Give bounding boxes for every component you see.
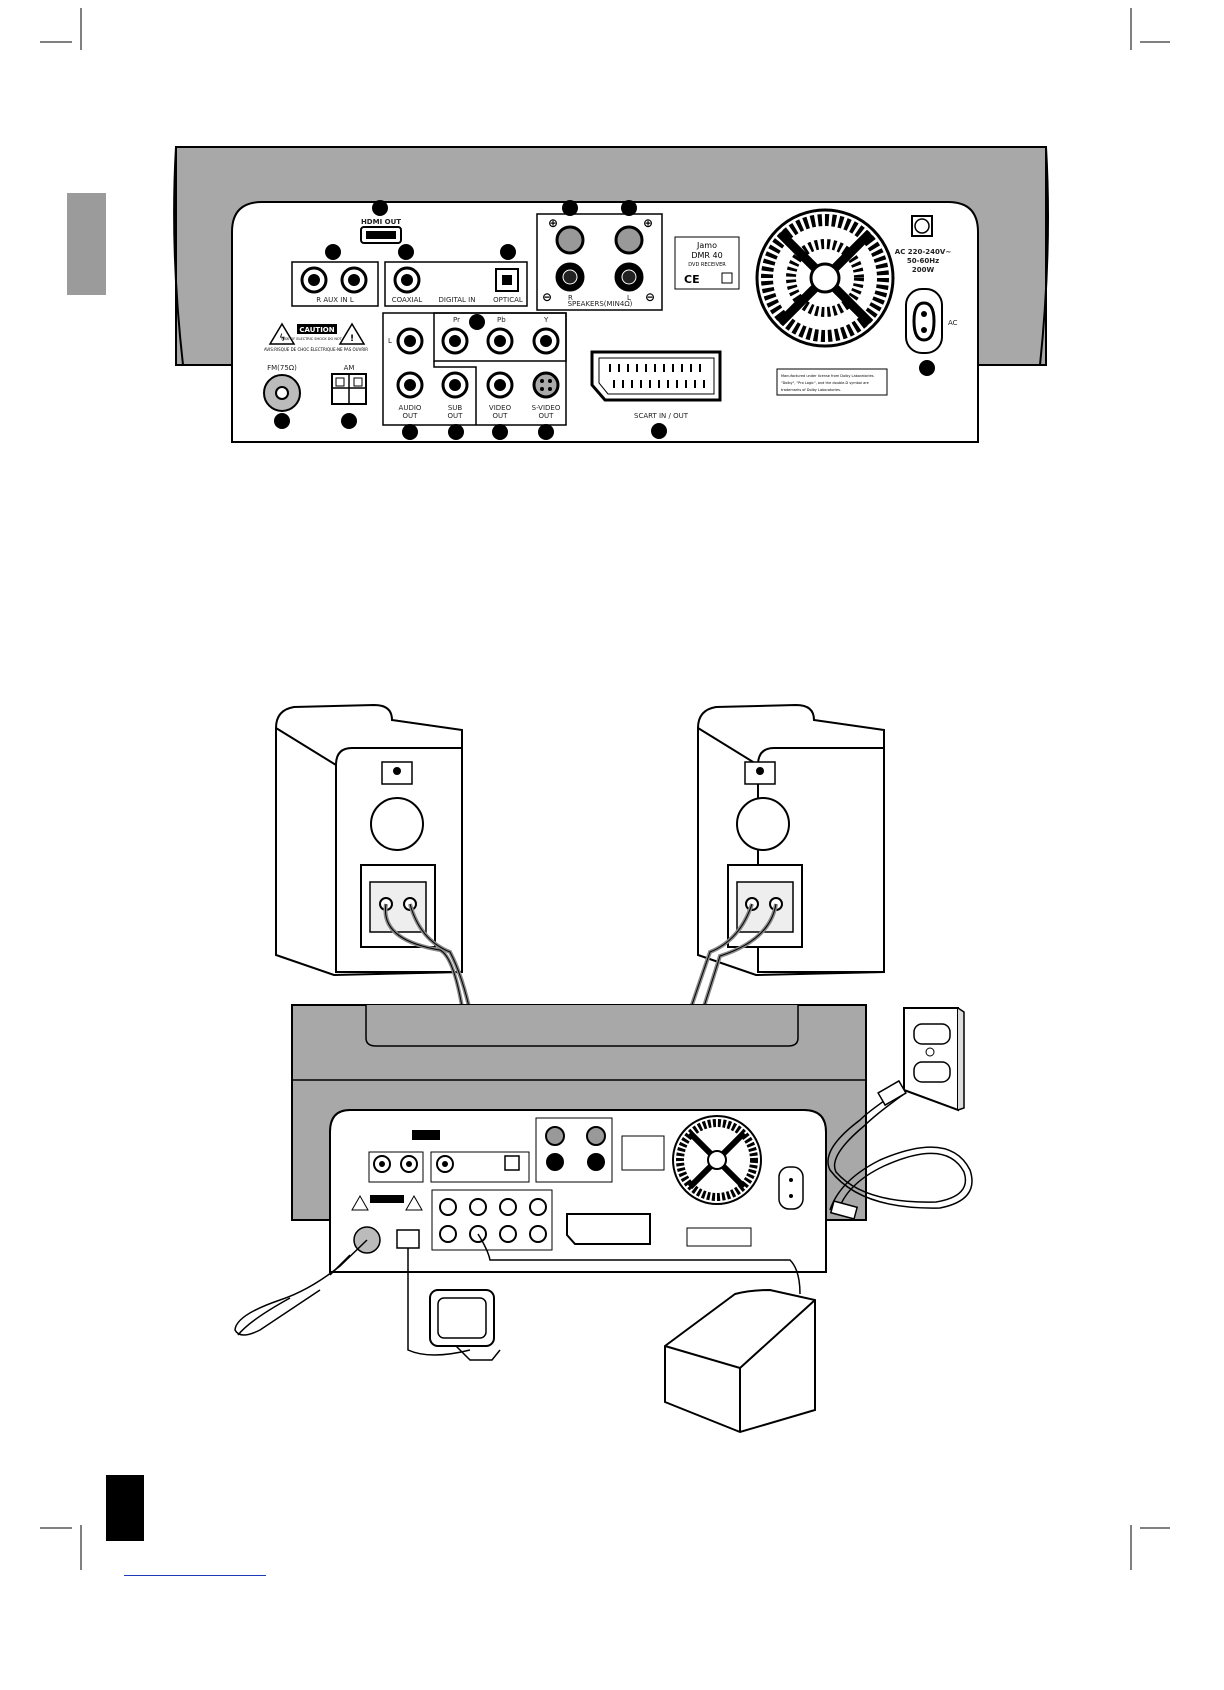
svg-text:⊕: ⊕ — [643, 216, 653, 230]
rear-panel-diagram: HDMI OUT R AUX IN L COAXIAL DIGITAL IN O… — [173, 146, 1049, 443]
section-tab — [67, 193, 106, 295]
page-number-tab — [106, 1475, 144, 1541]
video-out-jack[interactable] — [486, 371, 514, 399]
video-out-label1: VIDEO — [489, 404, 512, 412]
svg-text:ϟ: ϟ — [279, 333, 286, 344]
coaxial-jack[interactable] — [393, 266, 421, 294]
crop-marks — [40, 8, 1170, 1570]
double-insulation-icon — [911, 215, 933, 237]
ac-rating-line1: AC 220-240V~ — [895, 248, 952, 256]
bookshelf-speaker-icon — [275, 703, 463, 977]
scart-label: SCART IN / OUT — [634, 412, 689, 420]
coaxial-label: COAXIAL — [392, 296, 423, 304]
am-terminal-icon[interactable] — [331, 373, 367, 405]
svideo-out-label1: S-VIDEO — [532, 404, 561, 412]
pr-label: Pr — [453, 316, 460, 324]
bookshelf-speaker-icon — [697, 703, 885, 977]
aux-in-r-jack[interactable] — [300, 266, 328, 294]
component-pr-jack[interactable] — [441, 327, 469, 355]
am-label: AM — [344, 364, 355, 372]
sub-out-jack[interactable] — [441, 371, 469, 399]
speaker-r-label: R — [568, 294, 573, 302]
ac-inlet-label: AC — [948, 319, 958, 327]
svg-text:⊖: ⊖ — [542, 290, 552, 304]
component-pb-jack[interactable] — [486, 327, 514, 355]
sub-out-label2: OUT — [448, 412, 464, 420]
y-label: Y — [543, 316, 549, 324]
dolby-notice-1: Manufactured under license from Dolby La… — [781, 374, 875, 378]
audio-out-l-jack[interactable] — [396, 327, 424, 355]
audio-l-label: L — [388, 337, 392, 345]
audio-out-label1: AUDIO — [399, 404, 422, 412]
subwoofer-icon — [664, 1288, 816, 1434]
audio-out-r-jack[interactable] — [396, 371, 424, 399]
wall-outlet-icon — [903, 1007, 965, 1112]
model-label-plate: Jamo DMR 40 DVD RECEIVER CE — [674, 236, 740, 290]
am-loop-antenna-icon — [407, 1248, 501, 1361]
sub-out-label1: SUB — [448, 404, 463, 412]
svg-text:⊖: ⊖ — [645, 290, 655, 304]
fm-antenna-jack-icon[interactable] — [263, 374, 301, 412]
optical-port-icon[interactable] — [495, 268, 519, 292]
speaker-terminal-l-neg[interactable] — [614, 262, 644, 292]
dolby-notice-3: trademarks of Dolby Laboratories. — [781, 388, 841, 392]
model-name: DMR 40 — [691, 251, 722, 260]
hdmi-port-icon[interactable] — [360, 226, 402, 244]
dolby-notice-2: "Dolby", "Pro Logic", and the double-D s… — [781, 381, 869, 385]
speaker-l-label: L — [627, 294, 631, 302]
ac-rating-line2: 50-60Hz — [907, 257, 939, 265]
cooling-fan-icon — [755, 208, 895, 348]
footer-link-line[interactable] — [124, 1575, 266, 1576]
scart-connector-icon[interactable] — [590, 350, 722, 402]
video-out-label2: OUT — [493, 412, 509, 420]
component-y-jack[interactable] — [532, 327, 560, 355]
fm-label: FM(75Ω) — [267, 364, 297, 372]
s-video-jack-icon[interactable] — [532, 371, 560, 399]
caution-label: ϟ CAUTION RISK OF ELECTRIC SHOCK DO NOT … — [264, 322, 368, 352]
svg-text:!: ! — [350, 334, 354, 344]
ac-rating-line3: 200W — [912, 266, 935, 274]
ac-inlet-icon[interactable] — [905, 288, 943, 354]
caution-sub: RISK OF ELECTRIC SHOCK DO NOT OPEN — [281, 337, 353, 341]
speakers-label: SPEAKERS(MIN4Ω) — [568, 300, 633, 308]
aux-in-l-jack[interactable] — [340, 266, 368, 294]
audio-out-label2: OUT — [403, 412, 419, 420]
caution-title: CAUTION — [299, 326, 334, 334]
ce-mark: CE — [684, 273, 700, 286]
connection-diagram — [234, 703, 973, 1434]
hdmi-out-label: HDMI OUT — [361, 218, 401, 226]
cooling-fan-icon — [672, 1115, 762, 1205]
svideo-out-label2: OUT — [539, 412, 555, 420]
speaker-terminal-l-pos[interactable] — [614, 225, 644, 255]
optical-label: OPTICAL — [493, 296, 523, 304]
brand-label: Jamo — [696, 241, 717, 250]
speaker-terminal-r-neg[interactable] — [555, 262, 585, 292]
model-sub: DVD RECEIVER — [688, 262, 726, 268]
speaker-terminal-r-pos[interactable] — [555, 225, 585, 255]
power-cord — [827, 1079, 973, 1220]
pb-label: Pb — [497, 316, 506, 324]
fm-wire-antenna-icon — [234, 1239, 368, 1336]
svg-text:⊕: ⊕ — [548, 216, 558, 230]
aux-in-label: R AUX IN L — [316, 296, 354, 304]
digital-in-label: DIGITAL IN — [439, 296, 476, 304]
caution-fr: AVIS:RISQUE DE CHOC ÉLECTRIQUE-NE PAS OU… — [264, 347, 368, 352]
